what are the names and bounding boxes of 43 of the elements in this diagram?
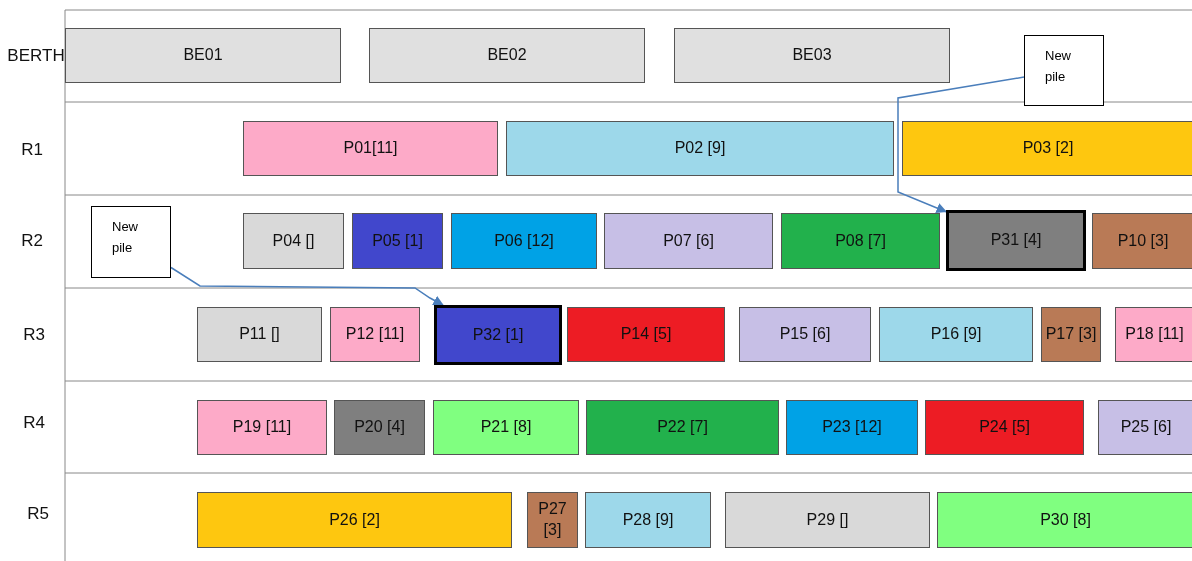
pile-block: P15 [6] — [739, 307, 871, 362]
pile-block: P27 [3] — [527, 492, 578, 548]
pile-block: P32 [1] — [434, 305, 562, 365]
pile-block: P30 [8] — [937, 492, 1192, 548]
pile-block: P14 [5] — [567, 307, 725, 362]
pile-block: P20 [4] — [334, 400, 425, 455]
row-label: R1 — [21, 140, 43, 160]
pile-block: P19 [11] — [197, 400, 327, 455]
pile-block: P21 [8] — [433, 400, 579, 455]
pile-block: P10 [3] — [1092, 213, 1192, 269]
pile-block: P26 [2] — [197, 492, 512, 548]
pile-block: P05 [1] — [352, 213, 443, 269]
pile-block: P29 [] — [725, 492, 930, 548]
berth-block: BE03 — [674, 28, 950, 83]
pile-block: P01[11] — [243, 121, 498, 176]
arrow — [170, 266, 444, 306]
pile-block: P17 [3] — [1041, 307, 1101, 362]
pile-block: P03 [2] — [902, 121, 1192, 176]
berth-block: BE01 — [65, 28, 341, 83]
row-label: BERTH — [7, 46, 65, 66]
pile-block: P06 [12] — [451, 213, 597, 269]
pile-block: P11 [] — [197, 307, 322, 362]
pile-block: P24 [5] — [925, 400, 1084, 455]
pile-block: P25 [6] — [1098, 400, 1192, 455]
pile-block: P08 [7] — [781, 213, 940, 269]
pile-block: P02 [9] — [506, 121, 894, 176]
row-label: R5 — [27, 504, 49, 524]
arrow — [897, 76, 1025, 213]
berth-block: BE02 — [369, 28, 645, 83]
callout-box: New pile — [1024, 35, 1104, 106]
row-label: R2 — [21, 231, 43, 251]
pile-block: P23 [12] — [786, 400, 918, 455]
pile-block: P28 [9] — [585, 492, 711, 548]
pile-block: P18 [11] — [1115, 307, 1192, 362]
pile-block: P22 [7] — [586, 400, 779, 455]
callout-box: New pile — [91, 206, 171, 278]
row-label: R4 — [23, 413, 45, 433]
pile-block: P04 [] — [243, 213, 344, 269]
pile-block: P07 [6] — [604, 213, 773, 269]
row-label: R3 — [23, 325, 45, 345]
pile-block: P12 [11] — [330, 307, 420, 362]
pile-block: P31 [4] — [946, 210, 1086, 271]
pile-block: P16 [9] — [879, 307, 1033, 362]
